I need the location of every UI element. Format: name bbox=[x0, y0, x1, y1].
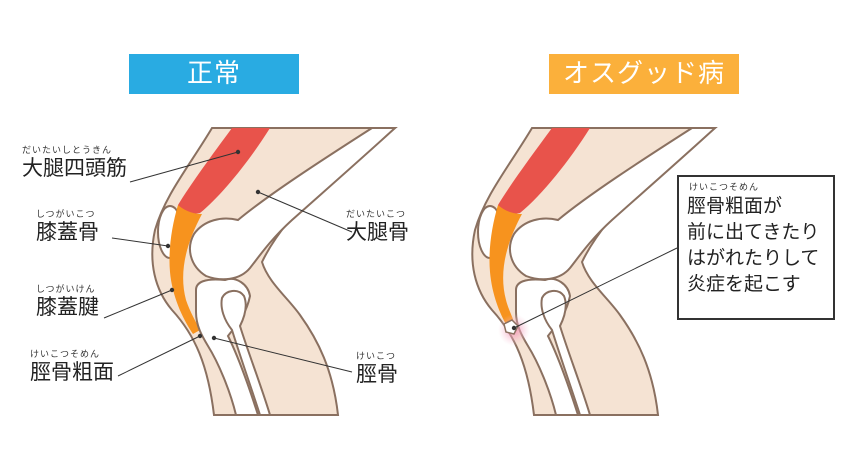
label-tibial-tuberosity-text: 脛骨粗面 bbox=[30, 360, 114, 384]
leader-patellar-tendon bbox=[103, 289, 173, 319]
label-patellar-tendon: しつがいけん 膝蓋腱 bbox=[36, 285, 99, 319]
label-femur: だいたいこつ 大腿骨 bbox=[346, 210, 409, 244]
label-quadriceps-text: 大腿四頭筋 bbox=[22, 156, 127, 180]
label-tibial-tuberosity: けいこつそめん 脛骨粗面 bbox=[30, 350, 114, 384]
normal-fibula-bone bbox=[220, 290, 272, 416]
leader-dot-femur bbox=[255, 189, 261, 195]
leader-callout bbox=[513, 247, 678, 329]
osgood-bone-fragment bbox=[503, 319, 519, 335]
callout-line-1: 脛骨粗面が bbox=[687, 195, 783, 217]
leader-dot-patella bbox=[165, 243, 171, 249]
osgood-femur-bone bbox=[509, 127, 718, 281]
label-patella: しつがいこつ 膝蓋骨 bbox=[36, 210, 99, 244]
leader-femur bbox=[257, 191, 353, 233]
label-femur-text: 大腿骨 bbox=[346, 220, 409, 244]
label-patella-ruby: しつがいこつ bbox=[36, 210, 96, 220]
callout-line-3: はがれたりして bbox=[687, 247, 820, 269]
normal-quadriceps-tendon bbox=[169, 205, 202, 334]
leader-dot-tibial-tuberosity bbox=[197, 333, 203, 339]
label-tibia-ruby: けいこつ bbox=[356, 352, 397, 362]
callout-ruby: けいこつそめん bbox=[689, 183, 760, 193]
normal-femur-bone bbox=[189, 127, 398, 281]
leader-lines bbox=[103, 151, 678, 377]
osgood-callout-box: けいこつそめん 脛骨粗面が 前に出てきたり はがれたりして 炎症を起こす bbox=[677, 175, 835, 320]
label-quadriceps-ruby: だいたいしとうきん bbox=[22, 146, 113, 156]
osgood-knee bbox=[471, 127, 718, 416]
leader-dot-quadriceps bbox=[235, 149, 241, 155]
label-quadriceps: だいたいしとうきん 大腿四頭筋 bbox=[22, 146, 127, 180]
normal-quadriceps-muscle bbox=[178, 128, 270, 214]
leader-patella bbox=[111, 237, 169, 247]
label-patella-text: 膝蓋骨 bbox=[36, 220, 99, 244]
callout-line-2: 前に出てきたり bbox=[687, 221, 820, 243]
leader-tibial-tuberosity bbox=[117, 335, 201, 377]
leader-dot-callout bbox=[511, 325, 517, 331]
leader-dot-tibia bbox=[211, 335, 217, 341]
label-femur-ruby: だいたいこつ bbox=[346, 210, 407, 220]
leader-tibia bbox=[213, 337, 353, 373]
leader-quadriceps bbox=[129, 151, 239, 183]
osgood-quadriceps-muscle bbox=[498, 128, 590, 214]
normal-title-banner: 正常 bbox=[129, 54, 299, 94]
leader-dot-patellar-tendon bbox=[169, 287, 175, 293]
label-tibia: けいこつ 脛骨 bbox=[356, 352, 398, 386]
normal-knee bbox=[151, 127, 398, 416]
label-patellar-tendon-ruby: しつがいけん bbox=[36, 285, 96, 295]
label-patellar-tendon-text: 膝蓋腱 bbox=[36, 295, 99, 319]
osgood-fibula-bone bbox=[540, 290, 592, 416]
osgood-title-banner: オスグッド病 bbox=[549, 54, 739, 94]
label-tibia-text: 脛骨 bbox=[356, 362, 398, 386]
callout-line-4: 炎症を起こす bbox=[687, 273, 801, 295]
osgood-quadriceps-tendon bbox=[489, 205, 522, 326]
label-tibial-tuberosity-ruby: けいこつそめん bbox=[30, 350, 101, 360]
